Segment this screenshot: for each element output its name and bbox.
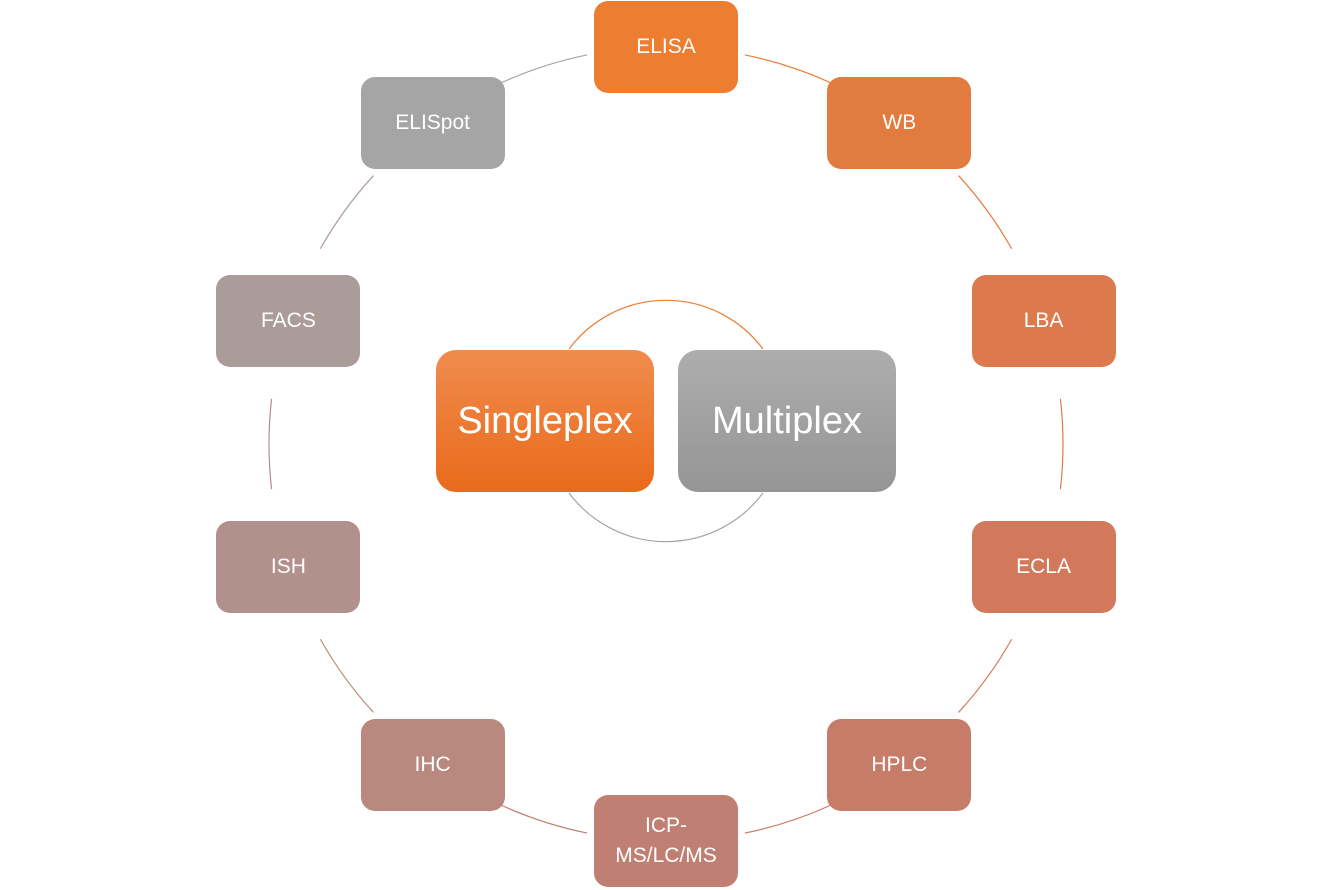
ring-arc [500,804,588,834]
ring-arc [319,638,374,713]
ring-arc [1059,398,1064,490]
node-label: ICP- MS/LC/MS [615,814,717,867]
node-elispot[interactable]: ELISpot [360,76,505,169]
node-label: FACS [260,309,316,333]
ring-arc [744,54,832,84]
inner-arc-top [568,299,764,350]
node-label: ISH [270,554,306,578]
singleplex-label: Singleplex [457,399,633,442]
node-label: HPLC [871,753,928,777]
node-ihc[interactable]: IHC [360,719,505,812]
node-label: ELISpot [395,110,470,134]
node-lba[interactable]: LBA [971,275,1116,368]
inner-arc-bottom [568,492,764,543]
node-wb[interactable]: WB [827,76,972,169]
outer-ring-connectors [268,54,1064,834]
node-label: WB [882,110,917,134]
ring-arc [958,638,1013,713]
inner-ring-connectors [568,299,764,543]
ring-arc [500,54,588,84]
node-ish[interactable]: ISH [216,520,361,613]
ring-arc [744,804,832,834]
node-icp-ms-lc-ms[interactable]: ICP- MS/LC/MS [594,795,738,887]
multiplex-label: Multiplex [712,399,862,442]
node-facs[interactable]: FACS [216,275,361,368]
singleplex-box[interactable]: Singleplex [436,350,654,492]
node-hplc[interactable]: HPLC [827,719,972,812]
node-label: IHC [414,753,451,777]
multiplex-box[interactable]: Multiplex [678,350,896,492]
node-label: ECLA [1016,554,1071,578]
node-ecla[interactable]: ECLA [971,520,1116,613]
node-elisa[interactable]: ELISA [594,1,738,93]
ring-arc [268,398,273,490]
node-label: LBA [1023,309,1064,333]
node-label: ELISA [636,35,696,58]
ring-arc [958,175,1013,250]
ring-arc [319,175,374,250]
